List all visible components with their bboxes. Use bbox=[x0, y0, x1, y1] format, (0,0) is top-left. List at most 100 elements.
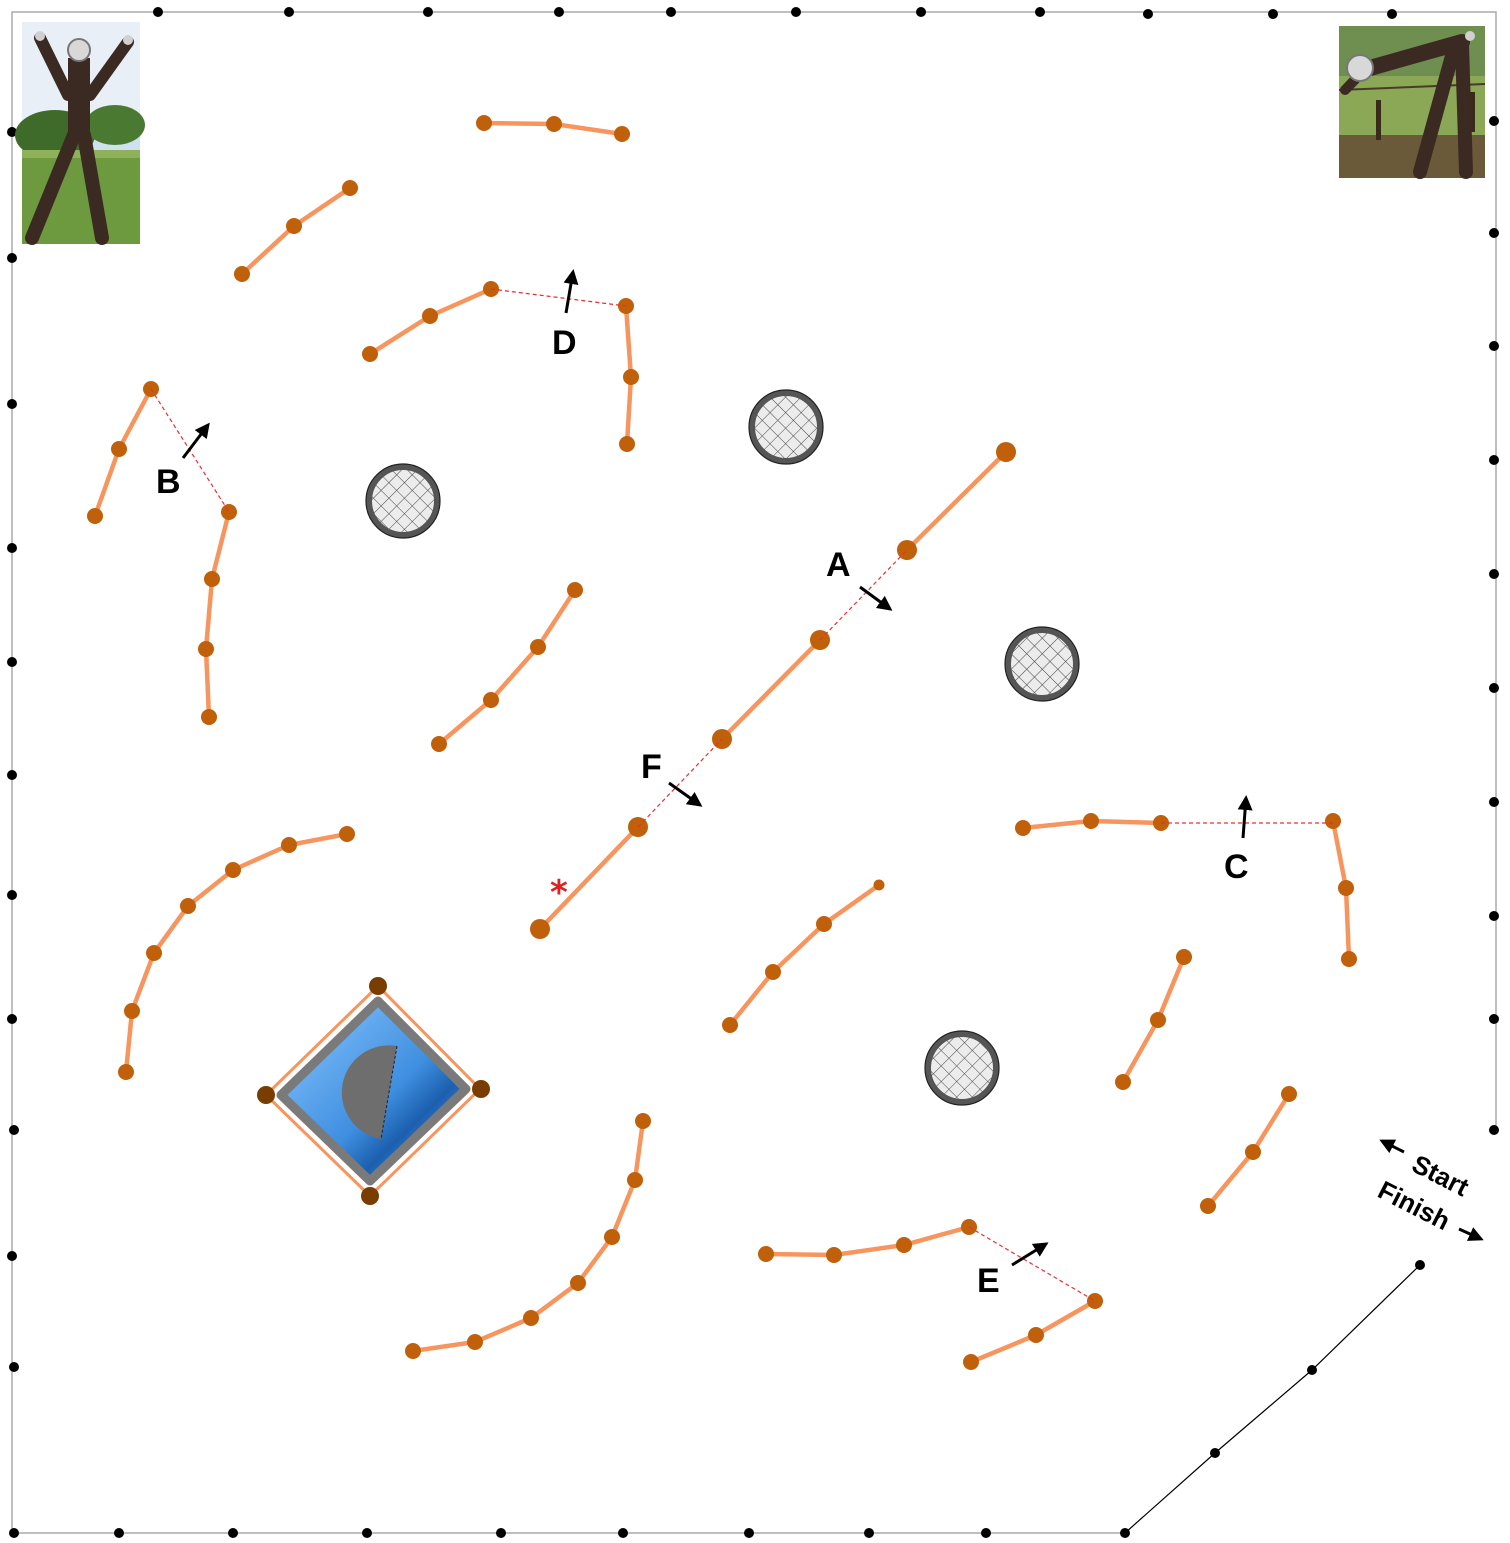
boundary-post bbox=[1415, 1260, 1425, 1270]
fences bbox=[87, 115, 1357, 1370]
fence-post bbox=[204, 571, 220, 587]
boundary-post bbox=[864, 1528, 874, 1538]
fence-post bbox=[1338, 880, 1354, 896]
fence-post bbox=[1245, 1144, 1261, 1160]
fence-post bbox=[362, 346, 378, 362]
hurdles bbox=[365, 389, 1080, 1106]
label-b: B bbox=[156, 463, 181, 501]
fence-post bbox=[1200, 1198, 1216, 1214]
fence-post bbox=[225, 862, 241, 878]
fence-rail bbox=[727, 882, 882, 1028]
fence-post bbox=[405, 1343, 421, 1359]
boundary-post bbox=[1120, 1528, 1130, 1538]
boundary-post bbox=[9, 1528, 19, 1538]
fence-post bbox=[996, 442, 1016, 462]
boundary-post bbox=[1489, 1014, 1499, 1024]
fence-post bbox=[530, 919, 550, 939]
wooden-stick-figure-sculpture-image bbox=[15, 22, 145, 245]
arrow-a bbox=[859, 585, 893, 611]
gap-d bbox=[490, 288, 627, 307]
boundary-post bbox=[9, 1125, 19, 1135]
boundary-post bbox=[1489, 116, 1499, 126]
boundary-post bbox=[744, 1528, 754, 1538]
fence-post bbox=[722, 1017, 738, 1033]
fence-rail bbox=[719, 637, 823, 742]
fence-post bbox=[546, 116, 562, 132]
hurdle-2 bbox=[748, 389, 824, 465]
fence-post bbox=[826, 1247, 842, 1263]
fence-post bbox=[1176, 949, 1192, 965]
boundary-post bbox=[7, 127, 17, 137]
fence-post bbox=[896, 1237, 912, 1253]
fence-rail bbox=[904, 449, 1009, 553]
start-finish: Start Finish bbox=[1373, 1149, 1474, 1236]
boundary-post bbox=[1210, 1448, 1220, 1458]
fence-c-left bbox=[1015, 813, 1169, 836]
fence-post bbox=[627, 1172, 643, 1188]
fence-post bbox=[180, 898, 196, 914]
boundary-post bbox=[1307, 1365, 1317, 1375]
boundary-post bbox=[791, 7, 801, 17]
water-pool-icon bbox=[257, 977, 490, 1205]
fence-post bbox=[523, 1310, 539, 1326]
bending-wooden-figure-sculpture-image bbox=[1338, 26, 1486, 179]
boundary-post bbox=[7, 770, 17, 780]
fence-c-right bbox=[1325, 813, 1357, 967]
fence-top-center bbox=[476, 115, 630, 142]
fence-a-upper bbox=[897, 442, 1016, 560]
boundary-post bbox=[1035, 7, 1045, 17]
boundary-post bbox=[9, 1362, 19, 1372]
fence-post bbox=[286, 218, 302, 234]
boundary-post bbox=[362, 1528, 372, 1538]
fence-post bbox=[1281, 1086, 1297, 1102]
arrow-b bbox=[181, 422, 210, 459]
fence-post bbox=[1028, 1327, 1044, 1343]
fence-post bbox=[619, 436, 635, 452]
fence-post bbox=[111, 441, 127, 457]
boundary-posts bbox=[7, 7, 1499, 1538]
label-d: D bbox=[552, 324, 577, 362]
fence-post bbox=[635, 1113, 651, 1129]
fence-d-left bbox=[362, 281, 499, 362]
boundary-post bbox=[153, 7, 163, 17]
arrow-d bbox=[563, 269, 579, 314]
boundary-post bbox=[1489, 455, 1499, 465]
jump-gaps bbox=[150, 288, 1333, 1302]
label-c: C bbox=[1224, 848, 1249, 886]
boundary-post bbox=[7, 253, 17, 263]
boundary-post bbox=[666, 7, 676, 17]
boundary-post bbox=[1268, 9, 1278, 19]
boundary-post bbox=[1143, 9, 1153, 19]
label-a: A bbox=[826, 546, 851, 584]
boundary-post bbox=[114, 1528, 124, 1538]
hurdle-3 bbox=[1004, 626, 1080, 702]
boundary-post bbox=[1489, 797, 1499, 807]
finish-lane-line bbox=[1124, 1264, 1421, 1534]
fence-post bbox=[1087, 1293, 1103, 1309]
fence-left-arc bbox=[118, 826, 355, 1080]
fence-post bbox=[146, 945, 162, 961]
fence-post bbox=[963, 1354, 979, 1370]
fence-top-left bbox=[234, 180, 358, 282]
fence-post bbox=[198, 641, 214, 657]
fence-f-lower bbox=[530, 817, 648, 939]
arrow-e bbox=[1011, 1242, 1049, 1267]
fence-post bbox=[234, 266, 250, 282]
fence-e-lower bbox=[963, 1293, 1103, 1370]
boundary-post bbox=[7, 1014, 17, 1024]
fence-post bbox=[816, 916, 832, 932]
boundary-post bbox=[981, 1528, 991, 1538]
label-f: F bbox=[641, 748, 662, 786]
boundary-post bbox=[7, 890, 17, 900]
boundary-post bbox=[228, 1528, 238, 1538]
fence-post bbox=[221, 504, 237, 520]
boundary-post bbox=[7, 543, 17, 553]
fence-post bbox=[758, 1246, 774, 1262]
boundary-post bbox=[423, 7, 433, 17]
boundary-post bbox=[284, 7, 294, 17]
fence-post bbox=[567, 582, 583, 598]
gap-e bbox=[968, 1226, 1096, 1302]
boundary-post bbox=[1489, 1125, 1499, 1135]
boundary-post bbox=[554, 7, 564, 17]
